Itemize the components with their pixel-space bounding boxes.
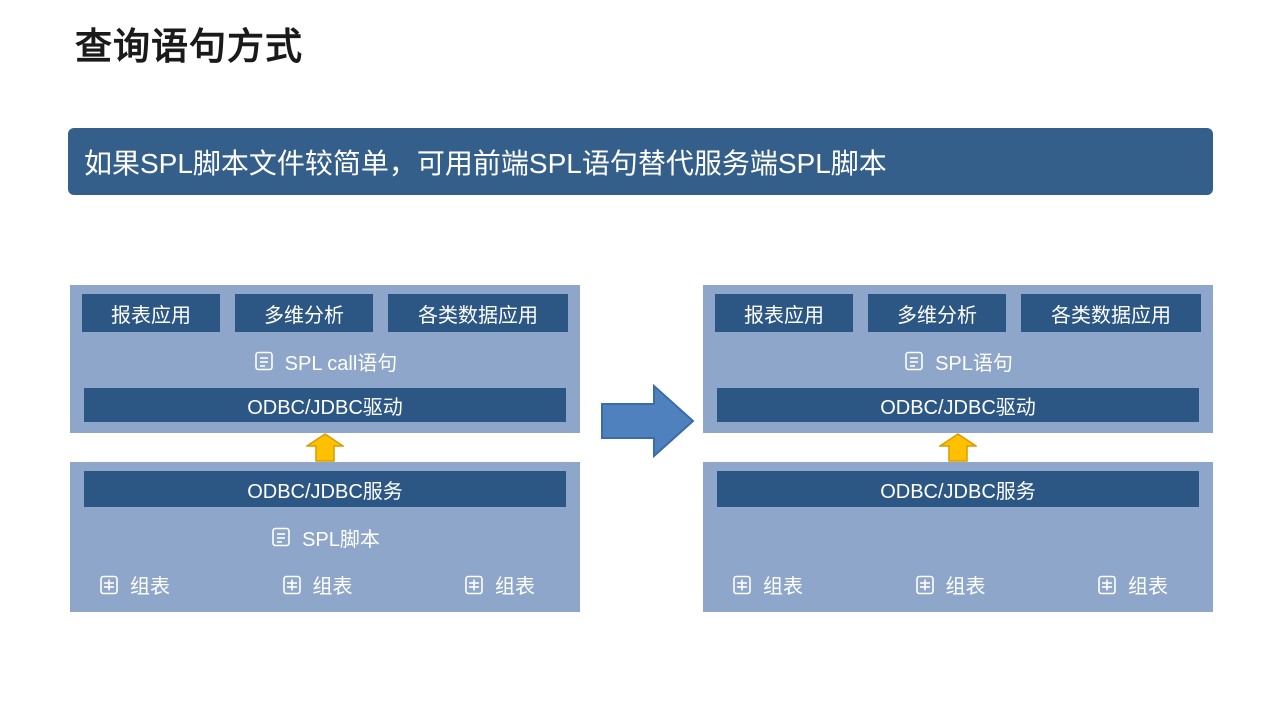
table-label: 组表 <box>1128 576 1168 598</box>
app-box-report: 报表应用 <box>715 294 853 332</box>
table-label: 组表 <box>312 576 353 598</box>
statement-label: SPL call语句 <box>284 352 398 375</box>
driver-bar: ODBC/JDBC驱动 <box>84 388 566 422</box>
page-title: 查询语句方式 <box>75 26 303 67</box>
table-item: 组表 <box>1096 570 1168 599</box>
banner-text: 如果SPL脚本文件较简单，可用前端SPL语句替代服务端SPL脚本 <box>84 147 887 179</box>
up-arrow-icon <box>306 433 344 462</box>
group-table-icon <box>281 574 303 596</box>
service-bar: ODBC/JDBC服务 <box>84 471 566 507</box>
script-icon <box>270 526 292 548</box>
table-item: 组表 <box>281 570 353 599</box>
app-box-olap: 多维分析 <box>235 294 373 332</box>
apps-row: 报表应用 多维分析 各类数据应用 <box>70 285 580 332</box>
subtitle-banner: 如果SPL脚本文件较简单，可用前端SPL语句替代服务端SPL脚本 <box>68 128 1213 195</box>
right-arrow-icon <box>601 384 695 458</box>
script-icon <box>253 350 275 372</box>
table-item: 组表 <box>98 570 170 599</box>
server-panel-right: ODBC/JDBC服务 组表 <box>703 462 1213 612</box>
server-panel-left: ODBC/JDBC服务 SPL脚本 <box>70 462 580 612</box>
app-box-data: 各类数据应用 <box>1021 294 1201 332</box>
apps-row: 报表应用 多维分析 各类数据应用 <box>703 285 1213 332</box>
group-table-icon <box>98 574 120 596</box>
up-arrow-icon <box>939 433 977 462</box>
group-table-icon <box>914 574 936 596</box>
table-label: 组表 <box>130 576 170 598</box>
client-panel-left: 报表应用 多维分析 各类数据应用 SPL call语句 ODBC/JDBC驱动 <box>70 285 580 433</box>
driver-bar: ODBC/JDBC驱动 <box>717 388 1199 422</box>
table-label: 组表 <box>495 576 535 598</box>
app-box-report: 报表应用 <box>82 294 220 332</box>
group-table-icon <box>731 574 753 596</box>
table-label: 组表 <box>945 576 986 598</box>
app-box-data: 各类数据应用 <box>388 294 568 332</box>
tables-row: 组表 组表 <box>731 570 1168 599</box>
service-bar: ODBC/JDBC服务 <box>717 471 1199 507</box>
script-label: SPL脚本 <box>302 528 380 551</box>
group-table-icon <box>1096 574 1118 596</box>
client-panel-right: 报表应用 多维分析 各类数据应用 SPL语句 ODBC/JDBC驱动 <box>703 285 1213 433</box>
table-label: 组表 <box>763 576 803 598</box>
script-icon <box>903 350 925 372</box>
script-row: SPL脚本 <box>70 521 580 553</box>
app-box-olap: 多维分析 <box>868 294 1006 332</box>
statement-label: SPL语句 <box>935 352 1013 375</box>
group-table-icon <box>463 574 485 596</box>
statement-row: SPL call语句 <box>70 343 580 379</box>
table-item: 组表 <box>463 570 535 599</box>
tables-row: 组表 组表 <box>98 570 535 599</box>
table-item: 组表 <box>914 570 986 599</box>
statement-row: SPL语句 <box>703 343 1213 379</box>
table-item: 组表 <box>731 570 803 599</box>
